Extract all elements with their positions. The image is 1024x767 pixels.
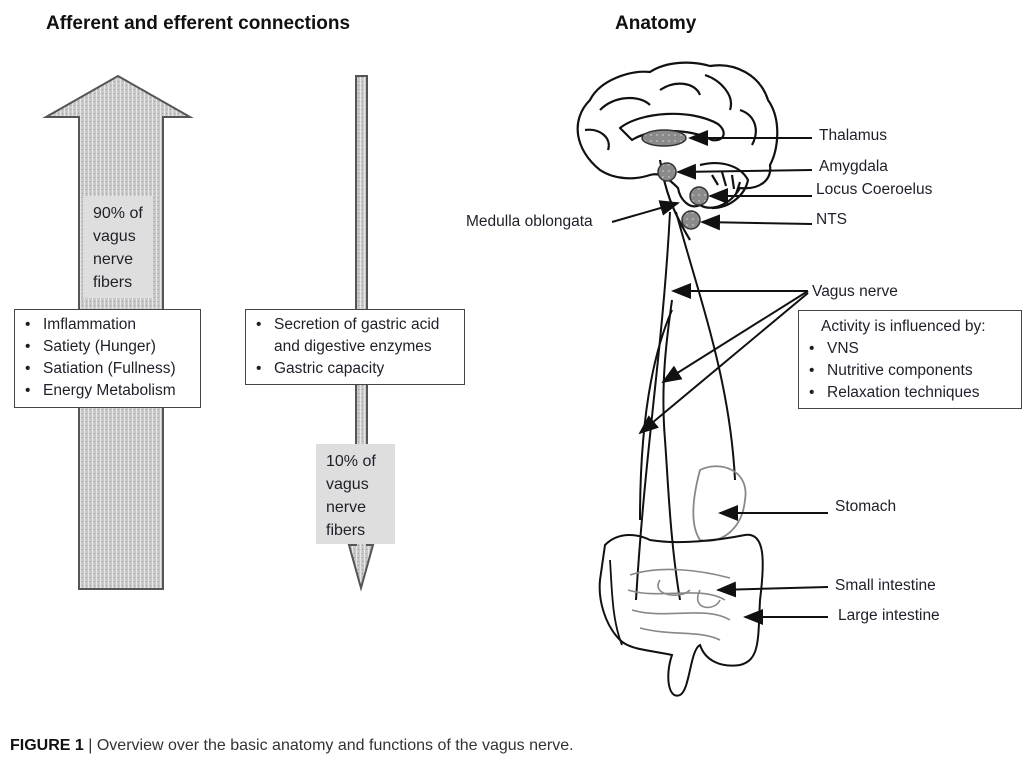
efferent-function-item: Gastric capacity [254,358,456,380]
efferent-function-line: and digestive enzymes [274,338,432,355]
caption-text: Overview over the basic anatomy and func… [96,737,574,754]
efferent-functions-box: Secretion of gastric acid and digestive … [245,309,465,385]
influence-heading: Activity is influenced by: [821,318,986,335]
influence-box: Activity is influenced by: VNS Nutritive… [798,310,1022,409]
large-intestine-outline [598,533,764,697]
efferent-function-line: Secretion of gastric acid [274,316,440,333]
afferent-label-line: nerve [93,251,134,268]
afferent-function-item: Energy Metabolism [23,380,192,402]
efferent-label-line: 10% of [326,453,376,470]
brain-outline [576,61,779,241]
amygdala-nucleus [657,162,677,182]
afferent-functions-box: Imflammation Satiety (Hunger) Satiation … [14,309,201,408]
nts-label: NTS [816,211,847,228]
nts-pointer [700,214,813,231]
thalamus-label: Thalamus [819,127,888,144]
afferent-label-line: 90% of [93,205,143,222]
stomach-outline [692,465,747,542]
figure-number: FIGURE 1 [10,737,84,754]
efferent-label-line: nerve [326,499,367,516]
afferent-function-item: Satiation (Fullness) [23,358,192,380]
amygdala-pointer [676,163,813,180]
medulla-pointer [611,200,680,223]
efferent-label-line: vagus [326,476,369,493]
nts-nucleus [681,210,701,230]
locus-coeruleus-label: Locus Coeroelus [816,181,933,198]
efferent-label-line: fibers [326,522,366,539]
small-intestine-outline [627,568,731,641]
afferent-function-item: Satiety (Hunger) [23,336,192,358]
afferent-efferent-title: Afferent and efferent connections [46,13,351,34]
figure-caption: FIGURE 1 | Overview over the basic anato… [10,737,574,755]
influence-item: Nutritive components [807,360,1013,382]
locus-coeruleus-nucleus [689,186,709,206]
vagus-nerve-label: Vagus nerve [812,283,898,300]
stomach-label: Stomach [835,498,897,515]
influence-item: VNS [807,338,1013,360]
large-intestine-label: Large intestine [838,607,940,624]
caption-separator: | [88,737,93,754]
efferent-function-item: Secretion of gastric acid and digestive … [254,314,456,358]
influence-item: Relaxation techniques [807,382,1013,404]
afferent-label-line: fibers [93,274,133,291]
afferent-label-line: vagus [93,228,136,245]
vagus-nerve-pointers [638,283,809,435]
efferent-fiber-label: 10% of vagus nerve fibers [316,444,395,544]
organ-pointers [716,505,829,625]
afferent-fiber-label: 90% of vagus nerve fibers [83,196,153,298]
medulla-oblongata-label: Medulla oblongata [466,213,593,230]
thalamus-nucleus [641,129,687,147]
afferent-function-item: Imflammation [23,314,192,336]
vagus-nerve-trunks [635,211,736,601]
amygdala-label: Amygdala [819,158,888,175]
anatomy-title: Anatomy [615,13,697,34]
small-intestine-label: Small intestine [835,577,936,594]
